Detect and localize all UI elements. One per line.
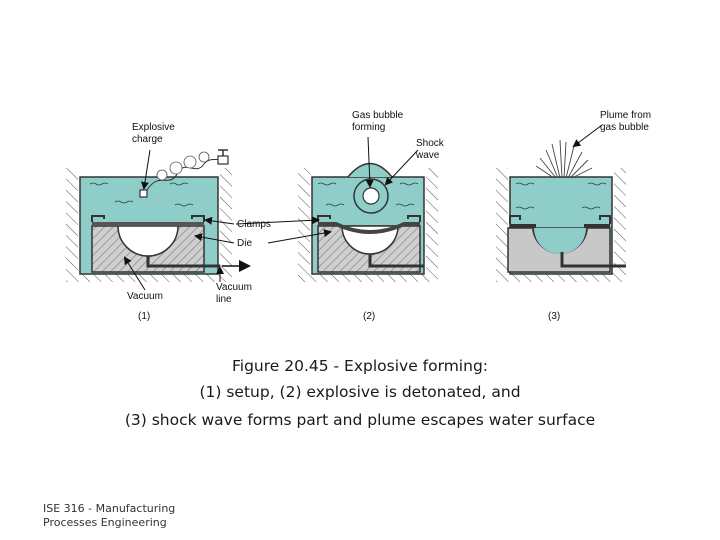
gas-plume <box>535 139 593 179</box>
die-cavity <box>117 225 179 257</box>
label-step-1: (1) <box>138 311 150 322</box>
tank-floor <box>66 272 232 282</box>
tank-wall-left <box>66 168 78 280</box>
blank-workpiece <box>92 222 204 226</box>
clamp-right <box>407 215 421 222</box>
label-die: Die <box>237 238 252 249</box>
clamp-left <box>91 215 105 222</box>
label-gas-bubble: Gas bubble <box>352 110 404 121</box>
detonator-box <box>217 155 229 165</box>
label-vacuum-line: line <box>216 294 232 305</box>
label-shock-wave: wave <box>415 150 440 161</box>
footer-course-line-1: ISE 316 ‑ Manufacturing <box>43 502 176 515</box>
figure-caption-line-1: Figure 20.45 ‑ Explosive forming: <box>231 357 488 375</box>
label-plume: Plume from <box>600 110 651 121</box>
water-ripples <box>317 182 419 207</box>
label-explosive-charge: Explosive <box>132 122 175 133</box>
smoke-puff <box>156 169 168 181</box>
clamp-right <box>191 215 205 222</box>
deforming-workpiece <box>318 222 420 234</box>
water-ripples <box>515 182 607 210</box>
water-bulge <box>347 162 393 178</box>
panel-detonated: Gas bubble forming Shock wave (2) <box>235 110 445 322</box>
panel-setup: Explosive charge Clamps Die Vacuum Vacuu… <box>66 122 271 322</box>
label-vacuum-line: Vacuum <box>216 282 252 293</box>
label-explosive-charge: charge <box>132 134 163 145</box>
label-gas-bubble: forming <box>352 122 385 133</box>
shock-wave-ring <box>353 178 389 214</box>
label-clamps: Clamps <box>237 219 271 230</box>
vacuum-pipe <box>368 254 424 268</box>
water-ripples <box>89 182 194 207</box>
tank-wall-right <box>220 168 232 280</box>
smoke-puff <box>183 155 197 169</box>
smoke-puff <box>198 151 210 163</box>
label-vacuum: Vacuum <box>127 291 163 302</box>
die-cavity <box>341 225 399 255</box>
figure-caption-line-2: (1) setup, (2) explosive is detonated, a… <box>199 383 521 401</box>
smoke-puff <box>169 161 183 175</box>
label-plume: gas bubble <box>600 122 649 133</box>
figure-caption-line-3: (3) shock wave forms part and plume esca… <box>124 411 596 429</box>
label-step-3: (3) <box>548 311 560 322</box>
explosive-forming-diagram: Explosive charge Clamps Die Vacuum Vacuu… <box>66 110 651 322</box>
label-step-2: (2) <box>363 311 375 322</box>
label-shock-wave: Shock <box>416 138 445 149</box>
panel-plume: Plume from gas bubble (3) <box>496 110 651 322</box>
explosive-charge <box>139 189 148 198</box>
vacuum-pipe <box>560 252 626 268</box>
vacuum-pipe <box>146 256 220 268</box>
clamp-left <box>509 215 521 224</box>
clamp-right <box>599 215 611 224</box>
gas-bubble <box>362 187 380 205</box>
footer-course-line-2: Processes Engineering <box>43 516 167 529</box>
